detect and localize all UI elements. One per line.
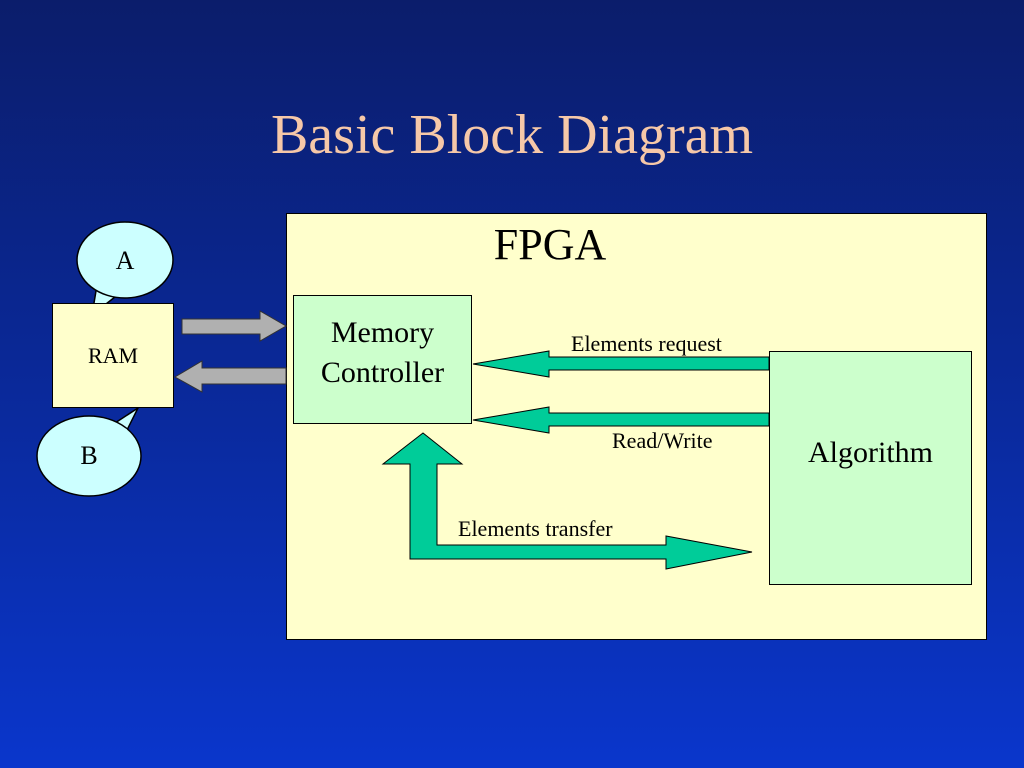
elements-request-label: Elements request — [571, 331, 722, 356]
ram-block: RAM — [52, 303, 174, 408]
memory-controller-line2: Controller — [320, 355, 445, 389]
memory-controller-line1: Memory — [330, 315, 435, 349]
ram-label: RAM — [87, 342, 139, 368]
elements-request-arrow — [472, 350, 770, 378]
callout-b-label: B — [80, 441, 98, 470]
elements-transfer-arrow — [381, 432, 753, 570]
algorithm-label: Algorithm — [808, 436, 933, 469]
fpga-label: FPGA — [493, 220, 607, 269]
elements-transfer-label: Elements transfer — [458, 516, 613, 541]
slide-title: Basic Block Diagram — [270, 104, 754, 166]
read-write-arrow — [472, 406, 770, 434]
callout-a-bubble — [76, 221, 174, 299]
read-write-label: Read/Write — [612, 428, 713, 453]
algorithm-block: Algorithm — [769, 351, 972, 585]
controller-to-ram-arrow — [173, 360, 287, 393]
callout-b-bubble — [36, 415, 142, 497]
callout-a-label: A — [115, 246, 135, 275]
memory-controller-block: Memory Controller — [293, 295, 472, 424]
ram-to-controller-arrow — [181, 310, 288, 342]
